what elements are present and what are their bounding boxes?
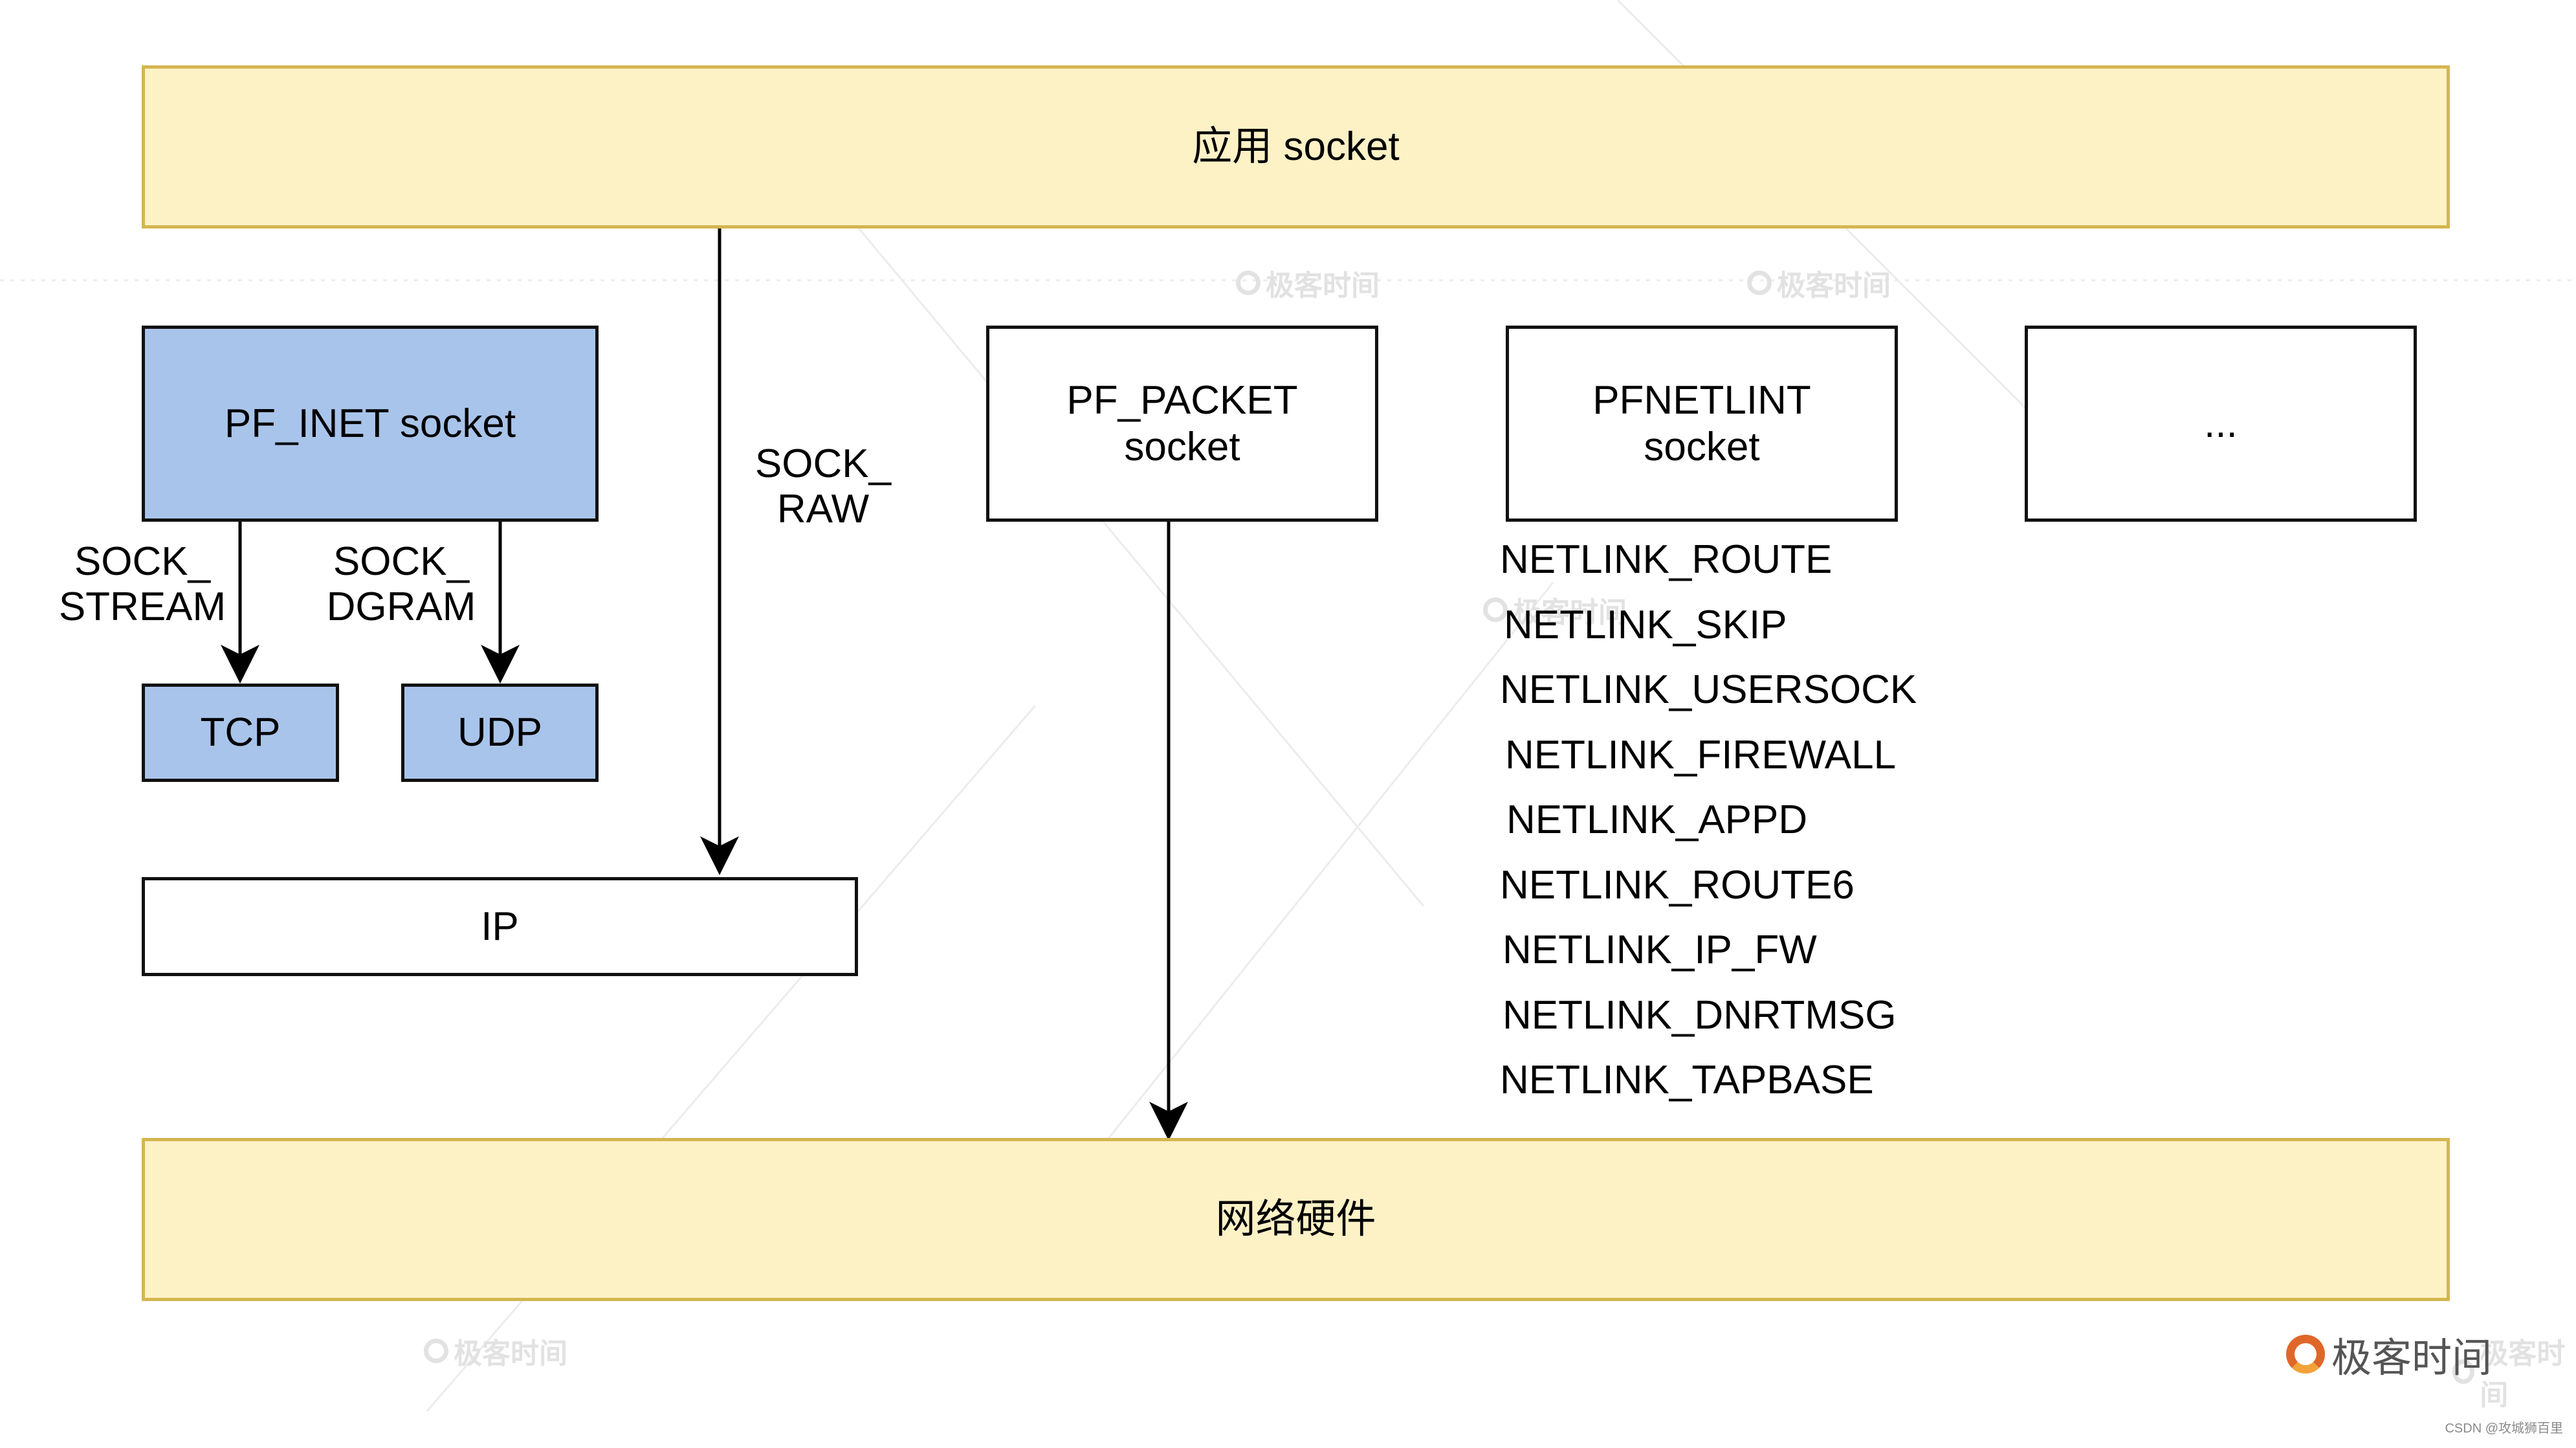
app-socket-layer: 应用 socket [142, 65, 2450, 228]
watermark-logo-icon [2452, 1359, 2475, 1384]
network-hardware-layer: 网络硬件 [142, 1138, 2450, 1301]
netlink-type-item: NETLINK_ROUTE [1500, 537, 1833, 582]
watermark: 极客时间 [1747, 262, 1891, 304]
network-hardware-label: 网络硬件 [1215, 1197, 1376, 1242]
watermark: 极客时间 [1236, 262, 1380, 304]
ip-box: IP [142, 877, 858, 976]
watermark-logo-icon [1747, 271, 1772, 295]
netlink-type-item: NETLINK_SKIP [1504, 602, 1787, 647]
tcp-label: TCP [200, 710, 281, 755]
sock-stream-label: SOCK_ STREAM [58, 539, 226, 630]
credit-text: CSDN @攻城狮百里 [2445, 1421, 2563, 1436]
netlink-type-item: NETLINK_IP_FW [1503, 928, 1817, 972]
brand-logo-icon [2285, 1335, 2325, 1374]
netlink-type-item: NETLINK_ROUTE6 [1500, 862, 1855, 908]
netlink-type-item: NETLINK_FIREWALL [1505, 732, 1897, 777]
watermark-logo-icon [1483, 597, 1508, 622]
netlink-type-list: NETLINK_ROUTE NETLINK_SKIP NETLINK_USERS… [1500, 528, 1917, 1113]
netlink-type-item: NETLINK_APPD [1506, 797, 1808, 842]
brand-name: 极客时间 [2331, 1336, 2492, 1381]
app-socket-label: 应用 socket [1192, 124, 1400, 170]
ip-label: IP [481, 904, 519, 949]
pf-packet-socket-box: PF_PACKET socket [986, 326, 1378, 522]
watermark: 极客时间 [1483, 589, 1627, 630]
watermark: 极客时间 [2452, 1330, 2576, 1413]
udp-label: UDP [457, 710, 542, 755]
pf-inet-socket-box: PF_INET socket [142, 326, 599, 522]
netlink-type-item: NETLINK_TAPBASE [1500, 1058, 1874, 1102]
pf-netlink-socket-box: PFNETLINT socket [1506, 326, 1898, 522]
tcp-box: TCP [142, 684, 339, 782]
brand-logo: 极客时间 [2285, 1325, 2492, 1383]
watermark-logo-icon [424, 1339, 448, 1363]
more-families-box: ... [2025, 326, 2417, 522]
more-families-label: ... [2204, 401, 2238, 446]
sock-dgram-label: SOCK_ DGRAM [326, 539, 476, 630]
netlink-type-item: NETLINK_USERSOCK [1500, 667, 1917, 712]
pf-packet-socket-label: PF_PACKET socket [1066, 378, 1298, 469]
udp-box: UDP [401, 684, 599, 782]
pf-inet-socket-label: PF_INET socket [224, 401, 516, 446]
pf-netlink-socket-label: PFNETLINT socket [1592, 378, 1811, 469]
watermark-logo-icon [1236, 271, 1260, 295]
netlink-type-item: NETLINK_DNRTMSG [1503, 992, 1897, 1038]
watermark: 极客时间 [424, 1330, 567, 1372]
sock-raw-label: SOCK_ RAW [754, 441, 892, 532]
